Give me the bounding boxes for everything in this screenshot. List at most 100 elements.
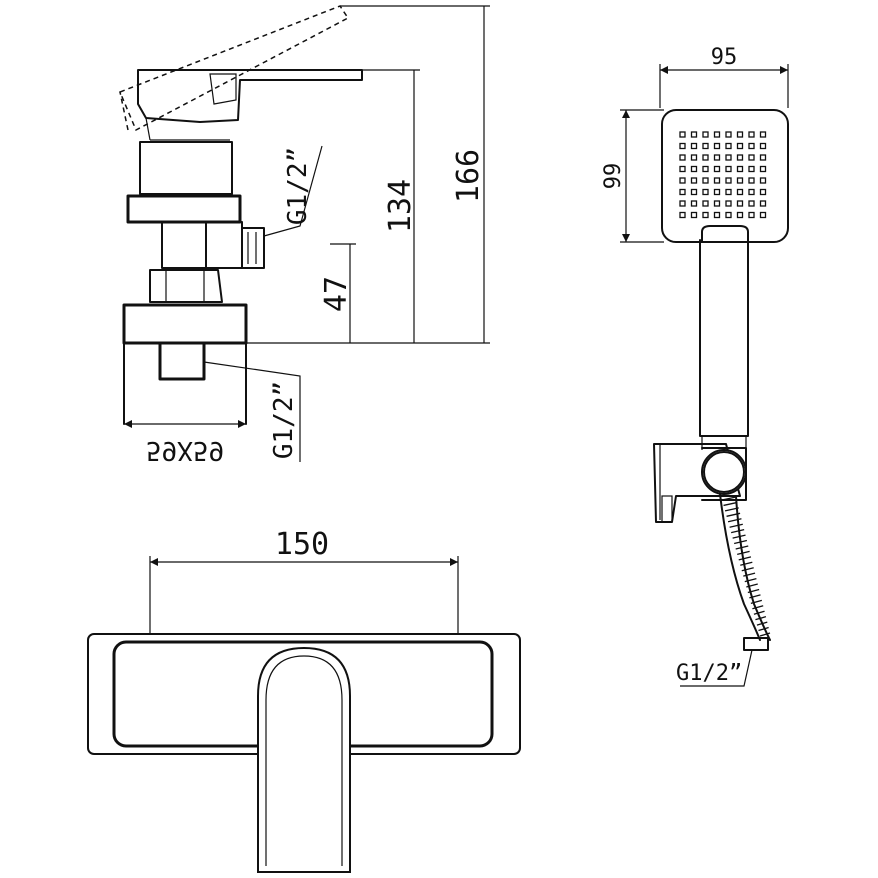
hose-rib: [721, 496, 737, 501]
nozzle: [679, 154, 686, 161]
valve-body: [126, 141, 265, 269]
hose-rib: [744, 577, 757, 583]
dim-150: 150: [275, 527, 329, 562]
nozzle: [725, 211, 732, 219]
nozzle: [725, 142, 732, 150]
hose-rib: [750, 599, 763, 604]
nozzle: [748, 165, 755, 173]
nozzle: [736, 211, 744, 219]
hose-rib: [734, 539, 748, 545]
thread-callout-bottom: G1/2”: [203, 361, 301, 462]
nozzle: [725, 200, 732, 207]
nozzle: [690, 188, 698, 196]
hose-rib: [730, 529, 745, 534]
nozzle: [736, 165, 744, 173]
nozzle: [759, 211, 767, 219]
nozzle: [725, 177, 732, 184]
nozzle: [736, 188, 744, 196]
nozzle-grid: [679, 131, 767, 219]
nozzle: [702, 165, 709, 173]
hose-rib: [737, 550, 750, 556]
nozzle: [759, 131, 767, 138]
nozzle: [702, 154, 709, 161]
nozzle: [748, 200, 755, 207]
hose-rib: [741, 567, 754, 572]
nozzle: [679, 211, 686, 219]
nozzle: [736, 142, 744, 150]
thread-label-hose: G1/2”: [676, 661, 742, 686]
hose-rib: [752, 605, 764, 610]
nozzle: [690, 142, 698, 150]
dim-lines-vertical: [246, 5, 490, 344]
nozzle: [713, 154, 721, 161]
nozzle: [748, 177, 755, 184]
hose-rib: [755, 616, 767, 621]
hose-rib: [753, 610, 765, 615]
nozzle: [736, 177, 744, 184]
nozzle: [702, 131, 709, 138]
nozzle: [690, 165, 698, 173]
hose-rib: [726, 512, 741, 517]
nozzle: [748, 142, 755, 150]
base-flange: [122, 303, 248, 428]
nozzle: [690, 177, 698, 184]
hose-rib: [723, 501, 738, 507]
mixer-side-view: 59X59 47 134 166 G1/2” G1/2”: [119, 5, 490, 465]
dim-95: 95: [711, 45, 738, 70]
hose-rib: [747, 588, 760, 594]
hose-rib: [759, 632, 771, 637]
dim-base-size: 59X59: [146, 435, 224, 465]
hose-rib: [743, 572, 756, 577]
lever-closed: [137, 69, 363, 141]
nozzle: [725, 188, 732, 196]
shower-hose: [719, 493, 771, 641]
nozzle: [679, 200, 686, 207]
hex-nut: [149, 269, 223, 303]
nozzle: [748, 211, 755, 219]
nozzle: [690, 131, 698, 138]
nozzle: [759, 177, 767, 184]
nozzle: [679, 188, 686, 196]
thread-label-bottom: G1/2”: [269, 381, 299, 459]
hose-rib: [735, 545, 749, 550]
nozzle: [679, 131, 686, 138]
nozzle: [748, 154, 755, 161]
hose-rib: [756, 621, 768, 626]
hose-rib: [749, 594, 761, 599]
hose-rib: [738, 556, 752, 561]
thread-label-top: G1/2”: [283, 147, 313, 225]
hose-rib: [740, 561, 753, 566]
thread-callout-hose: G1/2”: [676, 649, 753, 687]
wall-bracket: [653, 443, 747, 523]
dim-166: 166: [451, 149, 486, 203]
nozzle: [759, 142, 767, 150]
nozzle: [759, 200, 767, 207]
dim-134: 134: [383, 179, 418, 233]
nozzle: [725, 131, 732, 138]
nozzle: [759, 154, 767, 161]
lever-raised-dashed-outline: [119, 5, 350, 132]
nozzle: [736, 200, 744, 207]
hand-shower-view: 95 99 G: [601, 45, 789, 687]
nozzle: [725, 165, 732, 173]
nozzle: [736, 154, 744, 161]
nozzle: [713, 177, 721, 184]
nozzle: [679, 177, 686, 184]
hose-rib: [758, 626, 769, 632]
nozzle: [713, 142, 721, 150]
nozzle: [713, 131, 721, 138]
nozzle: [702, 142, 709, 150]
nozzle: [725, 154, 732, 161]
nozzle: [713, 165, 721, 173]
nozzle: [713, 200, 721, 207]
nozzle: [690, 200, 698, 207]
nozzle: [759, 165, 767, 173]
hose-rib: [729, 523, 743, 528]
hose-rib: [746, 583, 758, 588]
nozzle: [702, 211, 709, 219]
nozzle: [679, 165, 686, 173]
thread-callout-top: G1/2”: [263, 145, 323, 237]
nozzle: [702, 177, 709, 184]
dim-47: 47: [319, 276, 354, 312]
